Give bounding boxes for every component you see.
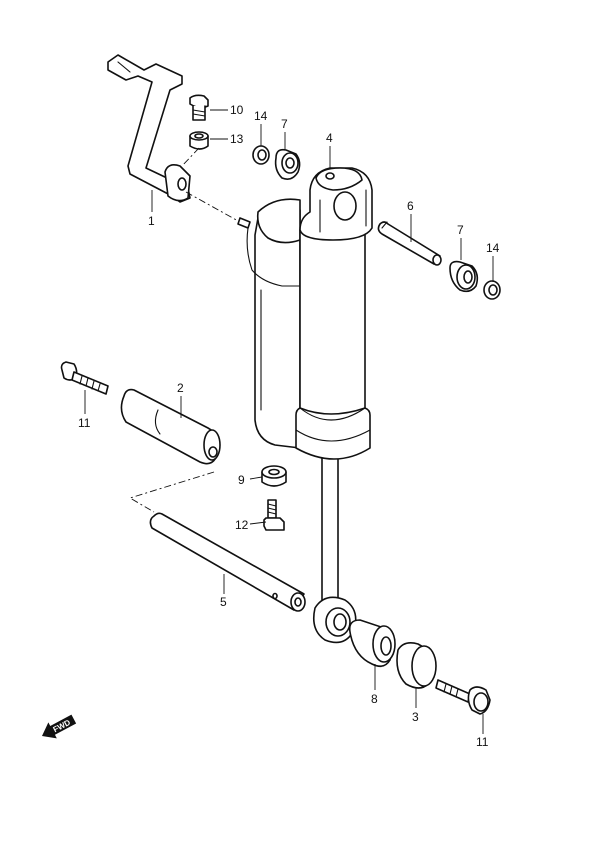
part-14-circlip-right (483, 280, 501, 300)
callout-14-top: 14 (254, 109, 268, 123)
callout-11-right: 11 (476, 735, 489, 749)
part-11-bolt-right (435, 679, 491, 715)
fwd-arrow-icon: FWD (42, 714, 77, 739)
part-11-bolt-left (60, 361, 109, 395)
callout-3: 3 (412, 710, 419, 724)
callout-4: 4 (326, 131, 333, 145)
callout-14-right: 14 (486, 241, 500, 255)
callout-8: 8 (371, 692, 378, 706)
callout-5: 5 (220, 595, 227, 609)
callout-10: 10 (230, 103, 244, 117)
callout-1: 1 (148, 214, 155, 228)
part-8-bushing (348, 619, 396, 668)
callout-9: 9 (238, 473, 245, 487)
part-4-trim-cylinder (295, 167, 373, 460)
callout-13: 13 (230, 132, 244, 146)
piston-rod (321, 454, 339, 601)
part-2-sleeve (120, 388, 221, 465)
part-7-bushing-right (449, 260, 479, 293)
cylinder-body-rear (246, 198, 301, 449)
part-13-nut (189, 131, 209, 150)
part-7-bushing-top (274, 148, 301, 180)
leader-lines (84, 109, 494, 734)
part-10-bolt (189, 94, 209, 121)
callout-12: 12 (235, 518, 249, 532)
rod-end-eye (312, 596, 357, 644)
part-3-collar (396, 642, 437, 689)
part-9-collar (261, 465, 287, 487)
callout-7-top: 7 (281, 117, 288, 131)
part-14-circlip-top (252, 145, 270, 165)
part-1-bracket (107, 54, 251, 229)
callout-11-left: 11 (78, 416, 91, 430)
callout-2: 2 (177, 381, 184, 395)
part-12-bolt (263, 499, 285, 531)
part-5-long-pin (149, 512, 306, 612)
callout-7-right: 7 (457, 223, 464, 237)
callout-labels: 1 10 13 14 7 4 6 7 14 2 11 9 12 5 8 3 11 (78, 103, 500, 749)
part-6-pin (377, 221, 442, 266)
callout-6: 6 (407, 199, 414, 213)
